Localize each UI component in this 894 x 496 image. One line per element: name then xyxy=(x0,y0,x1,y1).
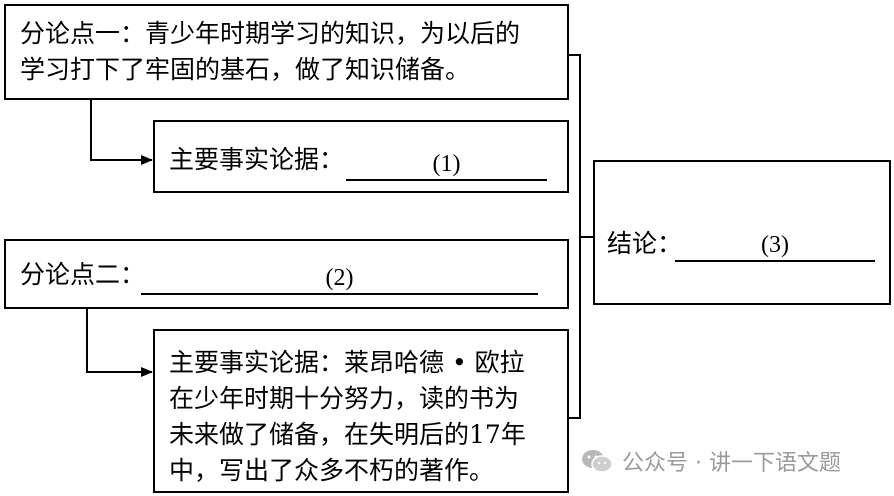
bracket-to-conclusion xyxy=(568,54,581,419)
wechat-icon xyxy=(582,450,613,473)
sub-argument-2-box: 分论点二： (2) xyxy=(4,239,569,309)
fact-evidence-2-line3: 未来做了储备，在失明后的17年 xyxy=(169,420,526,449)
answer-blank-3[interactable]: (3) xyxy=(675,230,875,262)
arrow-point2-to-fact2 xyxy=(86,308,153,377)
conclusion-box: 结论： (3) xyxy=(593,160,891,305)
sub-argument-2-label: 分论点二： xyxy=(20,260,146,289)
watermark: 公众号 · 讲一下语文题 xyxy=(580,444,841,478)
fact-evidence-1-box: 主要事实论据： (1) xyxy=(153,120,569,193)
watermark-text: 公众号 · 讲一下语文题 xyxy=(622,451,841,476)
fact-evidence-2-line2: 在少年时期十分努力，读的书为 xyxy=(169,384,520,413)
answer-blank-2[interactable]: (2) xyxy=(141,263,538,295)
fact-evidence-2-box: 主要事实论据：莱昂哈德 • 欧拉 在少年时期十分努力，读的书为 未来做了储备，在… xyxy=(153,329,569,493)
sub-argument-1-line1: 分论点一：青少年时期学习的知识，为以后的 xyxy=(20,19,521,48)
answer-blank-1[interactable]: (1) xyxy=(346,149,547,181)
arrow-point1-to-fact1 xyxy=(90,99,153,165)
fact-evidence-2-line1: 主要事实论据：莱昂哈德 • 欧拉 xyxy=(169,348,525,377)
conclusion-label: 结论： xyxy=(607,229,683,258)
sub-argument-1-line2: 学习打下了牢固的基石，做了知识储备。 xyxy=(20,55,471,84)
sub-argument-1-box: 分论点一：青少年时期学习的知识，为以后的 学习打下了牢固的基石，做了知识储备。 xyxy=(4,4,569,100)
fact-evidence-1-label: 主要事实论据： xyxy=(169,145,345,174)
fact-evidence-2-line4: 中，写出了众多不朽的著作。 xyxy=(169,456,495,485)
